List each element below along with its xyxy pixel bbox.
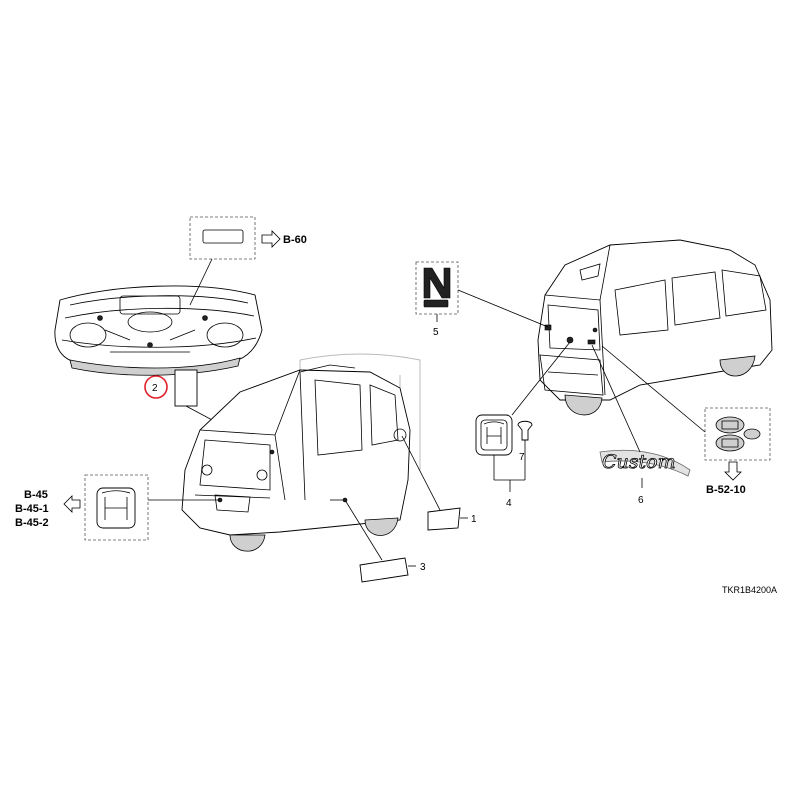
part-3-group: 3 [344,499,426,583]
callout-7[interactable]: 7 [519,452,525,463]
b60-dashed-box [189,216,256,260]
tailgate-panel [54,285,263,376]
callout-4[interactable]: 4 [506,498,512,509]
part-2-highlight-circle [144,375,168,399]
b52-10-reference-group: B-52-10 [601,345,771,496]
callout-2[interactable]: 2 [152,383,158,394]
b45-reference[interactable]: B-45 [24,489,48,501]
b60-label-part [202,229,244,244]
b52-10-dashed-box [704,407,771,461]
b45-1-reference[interactable]: B-45-1 [15,503,49,515]
callout-6[interactable]: 6 [638,495,644,506]
n-emblem-icon [423,267,451,299]
part-4-7-group: 4 7 [475,341,571,509]
b45-2-reference[interactable]: B-45-2 [15,517,49,529]
part-2-label-plate [174,369,198,407]
b45-arrow-icon [63,495,81,513]
rear-view-car [537,239,773,416]
callout-1[interactable]: 1 [471,514,477,525]
custom-emblem-text: Custom [602,451,676,473]
part-1-group: 1 [401,435,477,531]
part-3-plate [359,557,409,583]
clip-part-7 [517,420,533,441]
part-5-group: 5 [415,261,549,338]
b45-dashed-box [84,474,149,541]
diagram-code: TKR1B4200A [722,585,777,595]
callout-5[interactable]: 5 [433,327,439,338]
b52-10-reference[interactable]: B-52-10 [706,484,746,496]
b60-reference-group: B-60 [189,216,307,306]
part-1-plate [427,507,461,531]
b45-reference-group: B-45 B-45-1 B-45-2 [15,474,220,541]
b60-arrow-icon [261,230,281,248]
front-view-car [181,364,411,552]
b60-reference[interactable]: B-60 [283,234,307,246]
part-6-group: Custom 6 [591,344,691,506]
b52-10-arrow-icon [724,461,742,481]
callout-3[interactable]: 3 [420,562,426,573]
